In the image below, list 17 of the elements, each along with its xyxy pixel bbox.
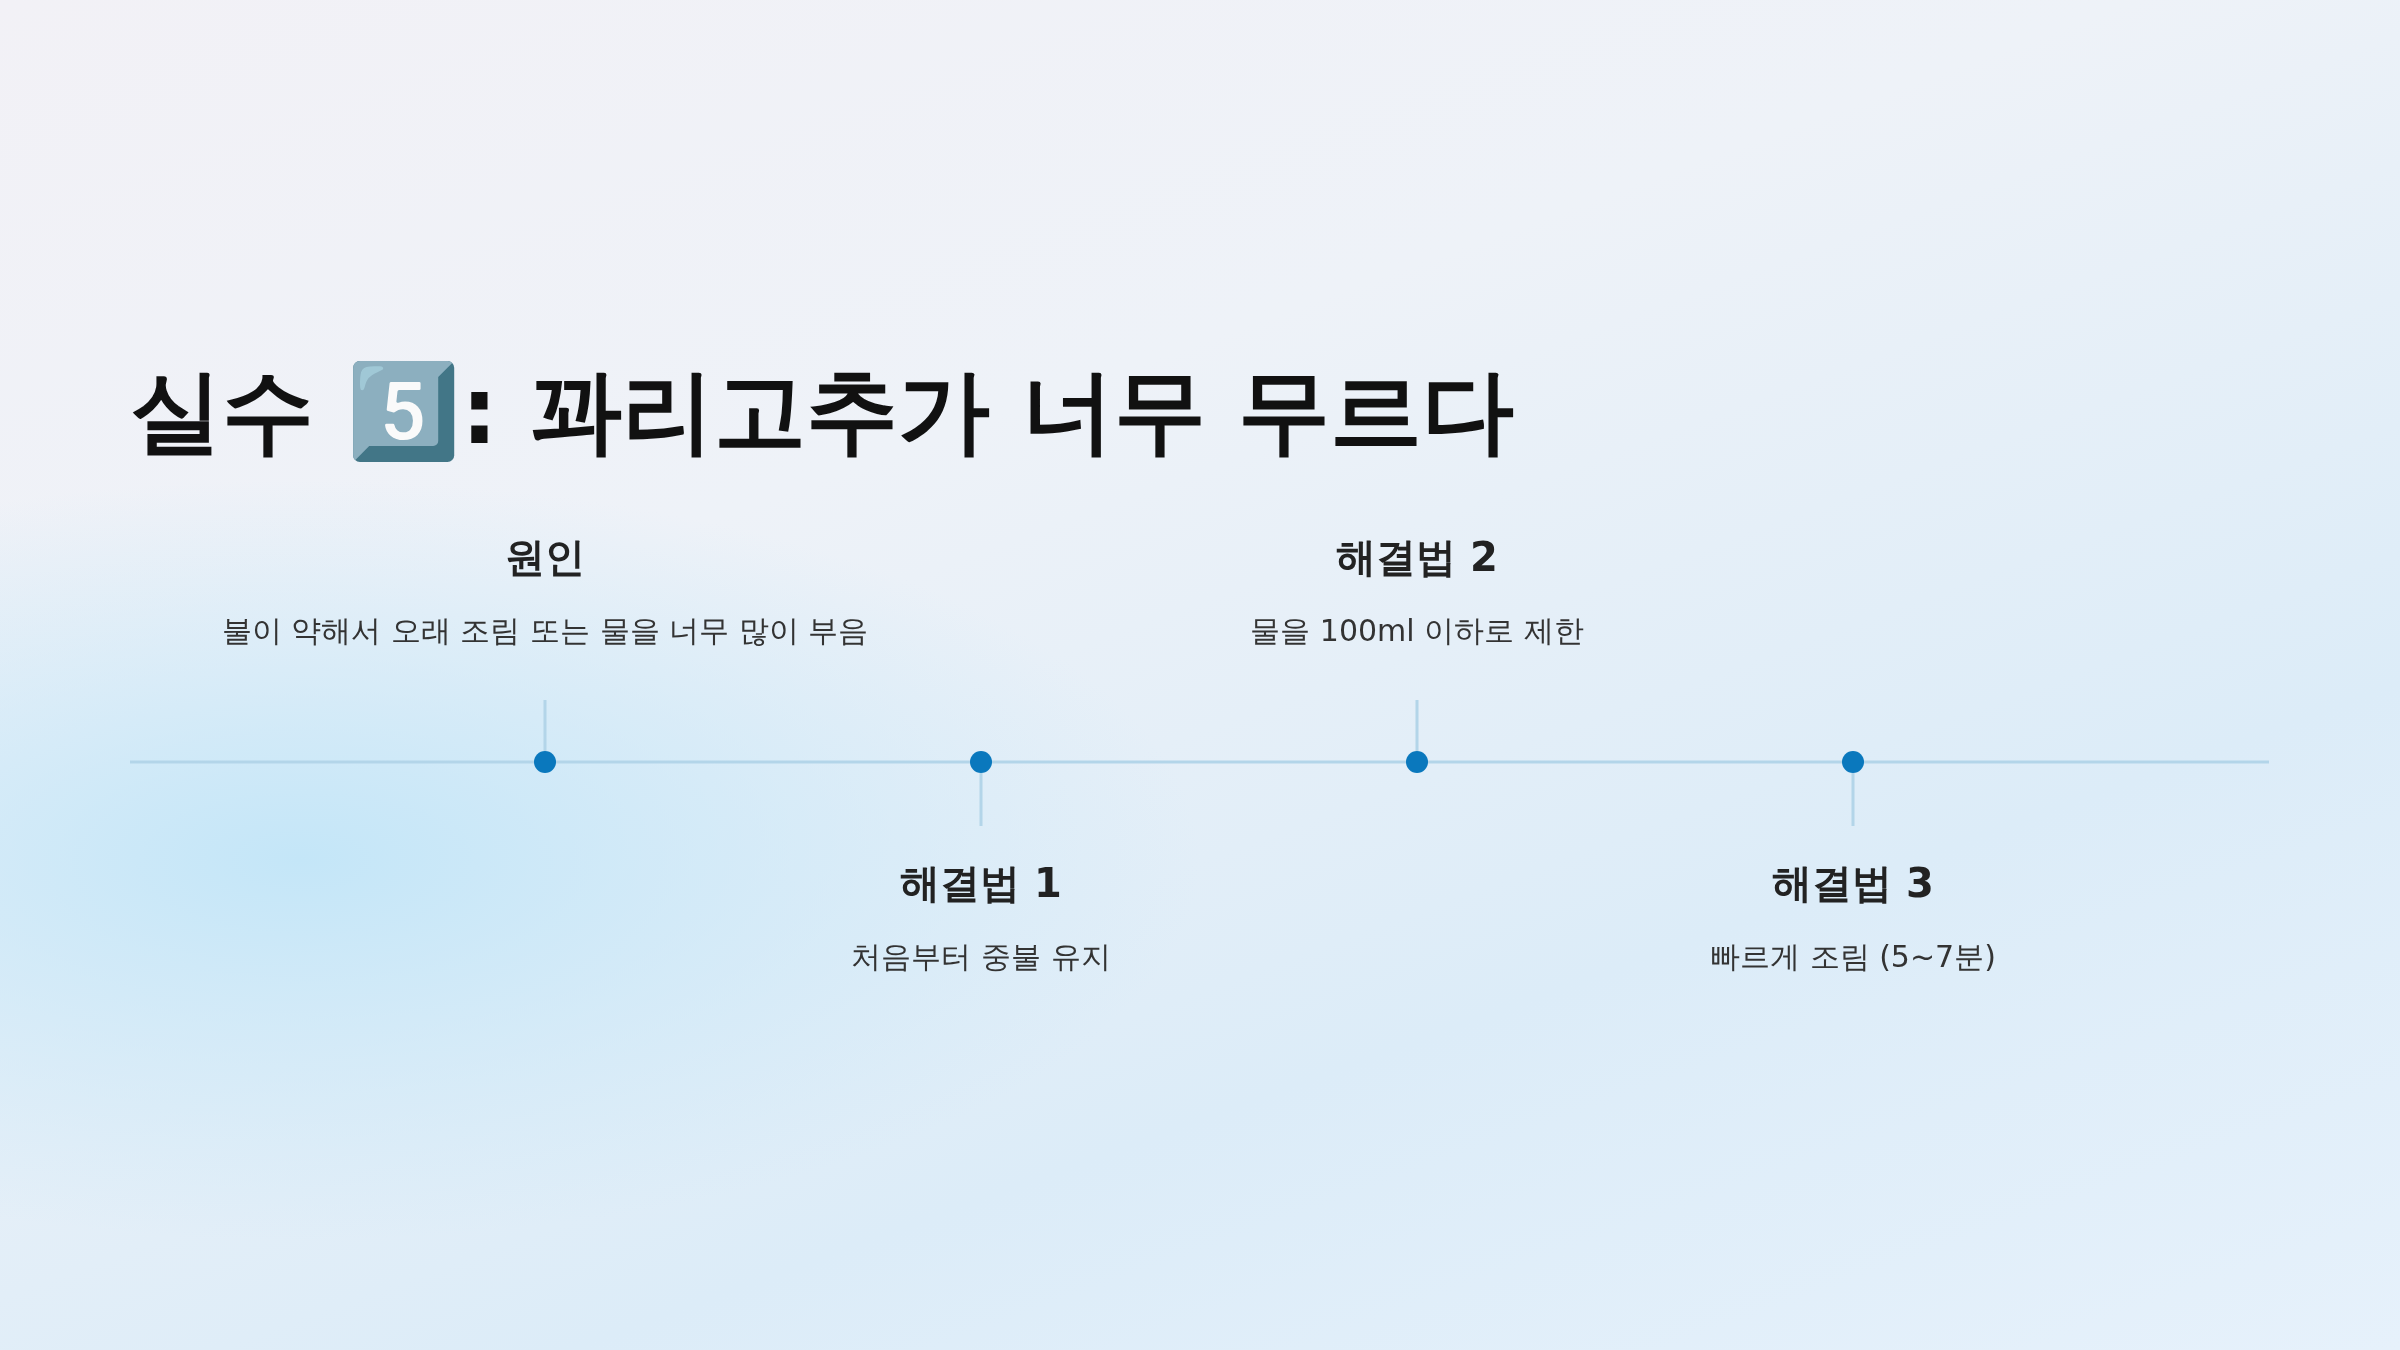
- leader-line: [543, 700, 547, 751]
- leader-line: [1415, 700, 1419, 751]
- step-heading: 해결법 2: [1335, 533, 1499, 582]
- title: 실수 5⃣: 꽈리고추가 너무 무르다: [130, 357, 1514, 467]
- timeline-dot: [970, 751, 992, 773]
- step-heading: 해결법 1: [899, 859, 1063, 908]
- step-description: 빠르게 조림 (5~7분): [1709, 938, 1997, 976]
- leader-line: [979, 773, 983, 826]
- step-heading: 원인: [504, 533, 586, 582]
- step-description: 처음부터 중불 유지: [850, 938, 1112, 976]
- step-description: 물을 100ml 이하로 제한: [1249, 612, 1585, 650]
- step-heading: 해결법 3: [1771, 859, 1935, 908]
- timeline-dot: [534, 751, 556, 773]
- leader-line: [1851, 773, 1855, 826]
- timeline-dot: [1406, 751, 1428, 773]
- timeline-dot: [1842, 751, 1864, 773]
- step-description: 불이 약해서 오래 조림 또는 물을 너무 많이 부음: [220, 612, 870, 650]
